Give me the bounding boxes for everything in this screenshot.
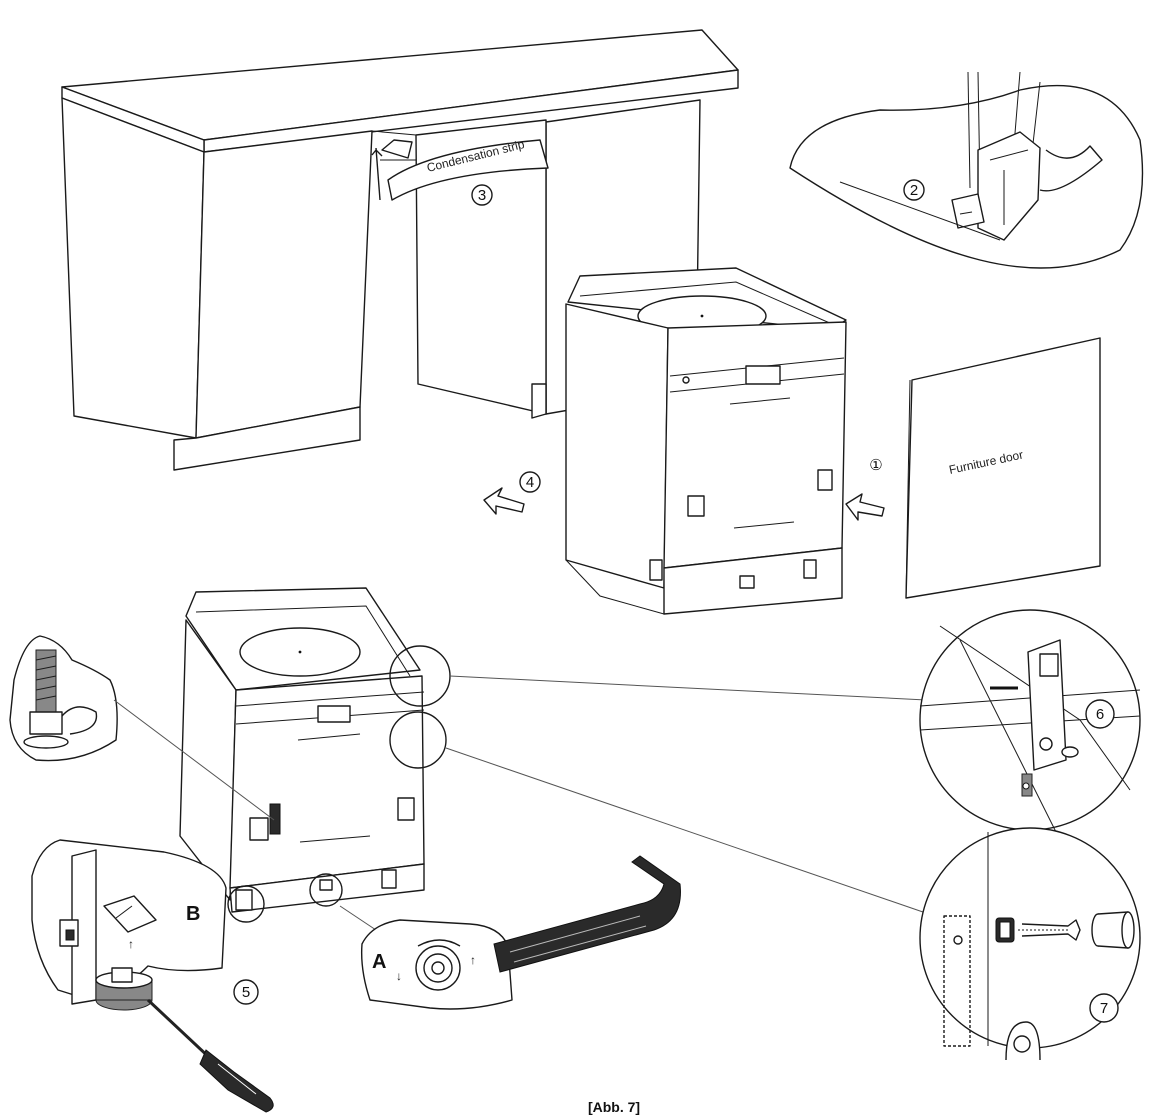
dishwasher-upper bbox=[565, 267, 847, 615]
step-1-number: ① bbox=[869, 457, 882, 474]
rear-adjust-detail: ↓ ↑ bbox=[309, 873, 513, 1010]
condensation-strip bbox=[387, 139, 549, 201]
push-arrow-right-icon bbox=[845, 493, 885, 521]
step-4-marker bbox=[519, 471, 541, 493]
furniture-door bbox=[905, 337, 1101, 599]
step-2-number: 2 bbox=[910, 182, 918, 199]
rear-adjust-up-arrow-icon: ↑ bbox=[470, 953, 476, 967]
step-3-marker bbox=[471, 184, 493, 206]
detail-b-letter: B bbox=[186, 903, 200, 925]
spring-foot-detail bbox=[9, 635, 275, 821]
step-6-number: 6 bbox=[1096, 706, 1104, 723]
step-5-marker bbox=[233, 979, 259, 1005]
step-2-marker bbox=[903, 179, 925, 201]
foot-adjust-detail: ↑ bbox=[31, 839, 265, 1011]
step-6-marker bbox=[1085, 699, 1115, 729]
hex-key-icon bbox=[493, 855, 681, 973]
step-3-number: 3 bbox=[478, 187, 486, 204]
figure-caption: [Abb. 7] bbox=[588, 1099, 640, 1115]
screw-cap-detail bbox=[389, 711, 1141, 1061]
step-7-marker bbox=[1089, 993, 1119, 1023]
bracket-detail bbox=[389, 609, 1141, 841]
step-4-number: 4 bbox=[526, 474, 534, 491]
detail-b-arrow-icon: ↑ bbox=[128, 937, 134, 951]
rear-adjust-down-arrow-icon: ↓ bbox=[396, 969, 402, 983]
screwdriver-icon bbox=[146, 998, 274, 1113]
push-arrow-left-icon bbox=[483, 487, 525, 515]
step-7-number: 7 bbox=[1100, 1000, 1108, 1017]
detail-a-letter: A bbox=[372, 951, 386, 973]
step-5-number: 5 bbox=[242, 984, 250, 1001]
hinge-detail bbox=[789, 71, 1144, 269]
dishwasher-lower bbox=[179, 587, 425, 913]
